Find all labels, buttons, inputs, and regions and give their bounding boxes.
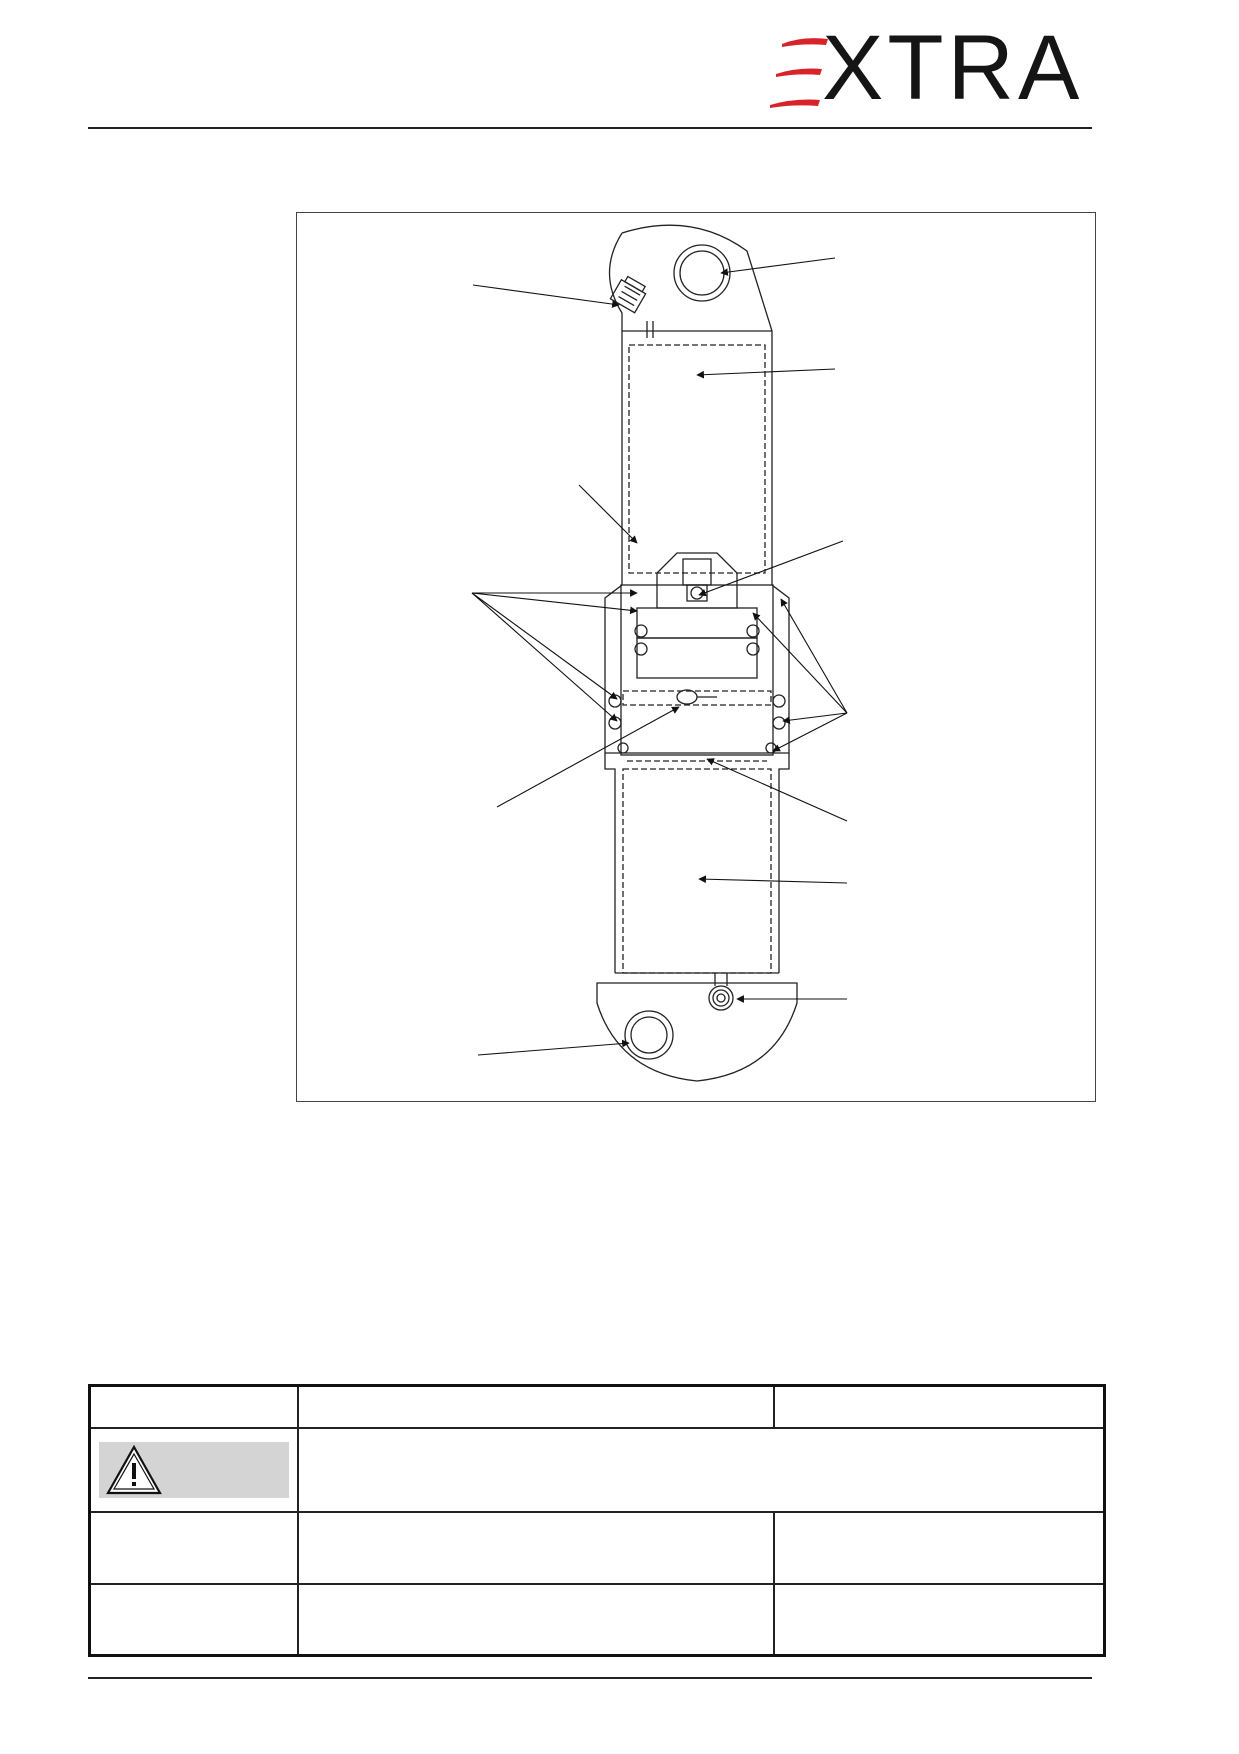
table-cell	[773, 1510, 1106, 1585]
table-cell	[773, 1384, 1106, 1429]
footer-rule	[88, 1677, 1092, 1679]
table-header-row	[88, 1384, 1106, 1429]
warning-badge	[99, 1441, 289, 1498]
table-cell	[297, 1384, 775, 1429]
table-cell	[297, 1582, 775, 1657]
logo-red-strokes	[770, 38, 828, 108]
table-cell	[88, 1384, 299, 1429]
logo-wordmark: XTRA	[822, 17, 1084, 119]
table-row	[88, 1510, 1106, 1585]
table-cell	[773, 1582, 1106, 1657]
table-row	[88, 1582, 1106, 1657]
table-cell	[297, 1510, 775, 1585]
table-cell	[88, 1510, 299, 1585]
warning-row	[88, 1426, 1106, 1513]
warning-triangle-icon	[106, 1444, 162, 1494]
shock-absorber-diagram	[296, 212, 1096, 1102]
header-rule	[88, 127, 1092, 129]
extra-logo: XTRA	[770, 22, 1110, 118]
warning-cell	[88, 1426, 299, 1513]
warning-text-cell	[297, 1426, 1106, 1513]
shock-absorber-drawing	[471, 224, 848, 1082]
table-cell	[88, 1582, 299, 1657]
info-table	[88, 1384, 1106, 1657]
